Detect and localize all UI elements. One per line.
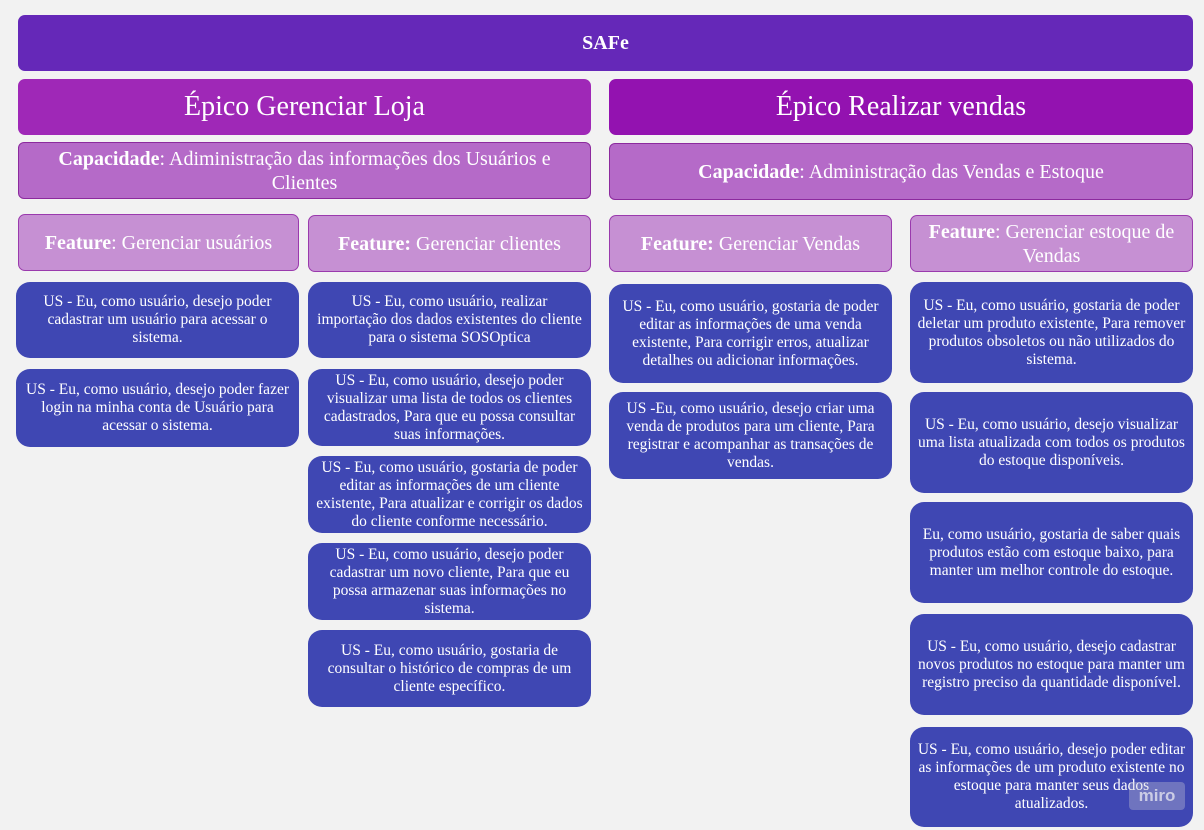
feature-label: Feature <box>928 220 995 243</box>
user-story-card: US - Eu, como usuário, desejo poder edit… <box>910 727 1193 827</box>
capability-text: Capacidade: Adiministração das informaçõ… <box>29 147 580 195</box>
capability-usuarios-clientes: Capacidade: Adiministração das informaçõ… <box>18 142 591 199</box>
user-story-card: US - Eu, como usuário, desejo visualizar… <box>910 392 1193 493</box>
user-story-card: US - Eu, como usuário, gostaria de poder… <box>308 456 591 533</box>
feature-gerenciar-clientes: Feature: Gerenciar clientes <box>308 215 591 272</box>
user-story-card: US - Eu, como usuário, desejo poder cada… <box>308 543 591 620</box>
feature-description: Gerenciar Vendas <box>713 232 861 255</box>
feature-gerenciar-usuarios: Feature: Gerenciar usuários <box>18 214 299 271</box>
user-story-card: US - Eu, como usuário, desejo poder cada… <box>16 282 299 358</box>
feature-text: Feature: Gerenciar clientes <box>338 232 561 256</box>
feature-text: Feature: Gerenciar Vendas <box>641 232 860 256</box>
feature-text: Feature: Gerenciar estoque de Vendas <box>919 220 1184 268</box>
feature-description: : Gerenciar usuários <box>111 231 273 254</box>
epic-gerenciar-loja: Épico Gerenciar Loja <box>18 79 591 135</box>
diagram-title: SAFe <box>18 15 1193 71</box>
feature-description: Gerenciar clientes <box>411 232 561 255</box>
capability-description: : Adiministração das informações dos Usu… <box>159 147 551 194</box>
feature-label: Feature <box>44 231 112 254</box>
capability-label: Capacidade <box>698 160 800 183</box>
feature-gerenciar-vendas: Feature: Gerenciar Vendas <box>609 215 892 272</box>
user-story-card: US - Eu, como usuário, gostaria de poder… <box>910 282 1193 383</box>
feature-gerenciar-estoque: Feature: Gerenciar estoque de Vendas <box>910 215 1193 272</box>
user-story-card: US -Eu, como usuário, desejo criar uma v… <box>609 392 892 479</box>
user-story-card: US - Eu, como usuário, desejo cadastrar … <box>910 614 1193 715</box>
epic-realizar-vendas: Épico Realizar vendas <box>609 79 1193 135</box>
capability-description: : Administração das Vendas e Estoque <box>799 160 1104 183</box>
user-story-card: US - Eu, como usuário, gostaria de poder… <box>609 284 892 383</box>
user-story-card: US - Eu, como usuário, desejo poder visu… <box>308 369 591 446</box>
feature-label: Feature: <box>640 232 714 255</box>
user-story-card: Eu, como usuário, gostaria de saber quai… <box>910 502 1193 603</box>
capability-label: Capacidade <box>58 147 160 170</box>
feature-label: Feature: <box>338 232 411 255</box>
user-story-card: US - Eu, como usuário, desejo poder faze… <box>16 369 299 447</box>
capability-text: Capacidade: Administração das Vendas e E… <box>698 160 1104 184</box>
feature-description: : Gerenciar estoque de Vendas <box>994 220 1175 267</box>
capability-vendas-estoque: Capacidade: Administração das Vendas e E… <box>609 143 1193 200</box>
miro-watermark: miro <box>1129 782 1185 810</box>
user-story-card: US - Eu, como usuário, realizar importaç… <box>308 282 591 358</box>
user-story-card: US - Eu, como usuário, gostaria de consu… <box>308 630 591 707</box>
feature-text: Feature: Gerenciar usuários <box>45 231 272 255</box>
